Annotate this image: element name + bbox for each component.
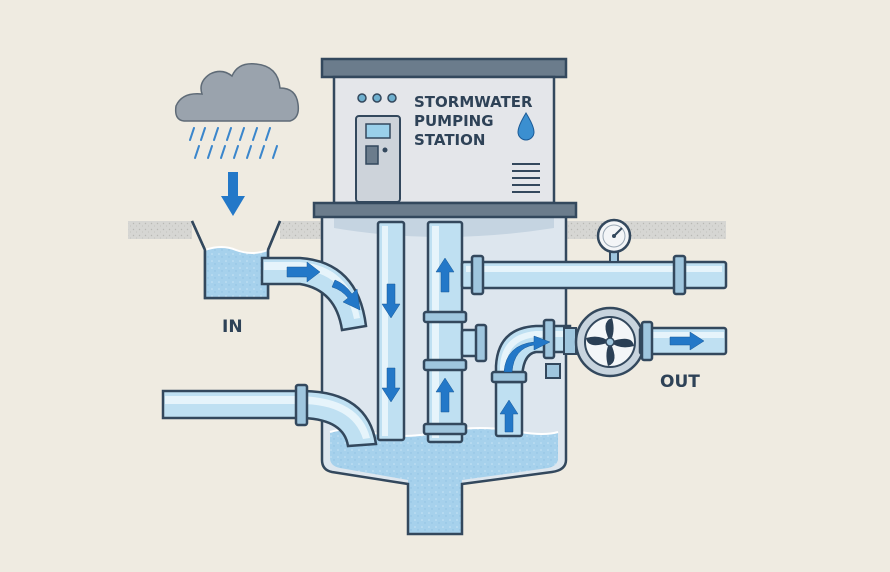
discharge-pipe-upper (460, 247, 728, 296)
rainfall-arrow (221, 172, 245, 216)
outlet-flow-arrow (669, 331, 705, 351)
inlet-flow-arrow-bend (331, 279, 361, 311)
outlet-pipe (638, 320, 728, 362)
bend-flow-arrow (503, 335, 551, 373)
indicator-light (357, 93, 367, 103)
upflow-riser-pipe (422, 220, 468, 444)
pipe-flange (294, 383, 309, 427)
panel-display (365, 123, 391, 139)
stub-pipe (460, 323, 488, 363)
up-flow-arrow-lower (435, 377, 455, 413)
water-drop-icon (517, 112, 535, 141)
down-flow-arrow (381, 283, 401, 319)
inlet-channel (190, 220, 282, 300)
outlet-label: OUT (660, 372, 700, 392)
down-flow-arrow-lower (381, 367, 401, 403)
station-title: STORMWATER PUMPING STATION (414, 93, 533, 149)
inlet-label: IN (222, 317, 243, 337)
downflow-pipe (376, 220, 406, 442)
indicator-light (387, 93, 397, 103)
title-line-1: STORMWATER (414, 93, 533, 111)
title-line-3: STATION (414, 131, 485, 149)
up-flow-arrow (435, 257, 455, 293)
gravity-inlet-pipe (161, 383, 378, 448)
pump-impeller-icon (545, 306, 646, 379)
inlet-flow-arrow (286, 261, 321, 283)
pressure-gauge-icon (596, 218, 632, 254)
indicator-light (372, 93, 382, 103)
title-line-2: PUMPING (414, 112, 494, 130)
control-building (312, 57, 578, 219)
inlet-pipe (260, 256, 368, 332)
suction-flow-arrow (499, 399, 519, 433)
rain-cloud-icon (174, 63, 300, 216)
pump-suction-pipe (490, 318, 572, 438)
